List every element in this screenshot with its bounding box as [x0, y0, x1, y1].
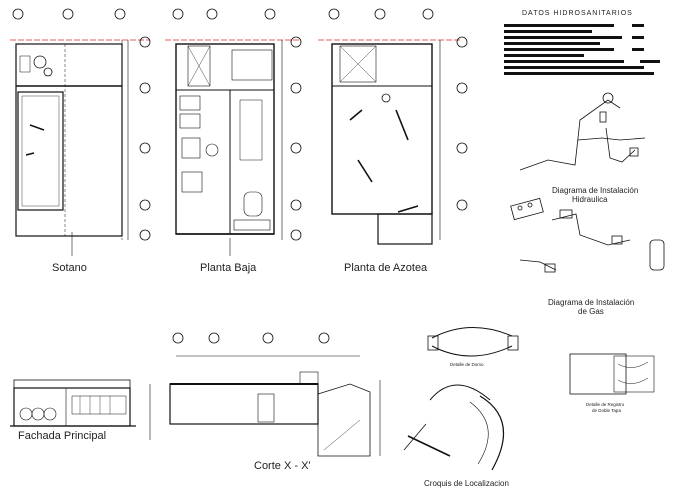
label-detalle-domo: Detalle de Domo [450, 362, 484, 367]
fachada-principal [10, 379, 136, 427]
planta-azotea-plan [318, 8, 468, 245]
label-diagrama-hidraulica-2: Hidraulica [572, 195, 608, 204]
detalle-registro [569, 353, 655, 395]
planta-baja-plan [165, 8, 302, 256]
label-detalle-registro-1: Detalle de Registro [586, 402, 625, 407]
datos-title: DATOS HIDROSANITARIOS [522, 10, 633, 17]
label-sotano: Sotano [52, 262, 87, 274]
label-diagrama-gas-1: Diagrama de Instalación [548, 298, 635, 307]
azotea-axis-bubbles [328, 8, 468, 211]
label-croquis: Croquis de Localizacion [424, 479, 509, 488]
label-detalle-registro-2: de Doble Tapa [592, 408, 621, 413]
corte-x-x [149, 332, 381, 457]
label-fachada: Fachada Principal [18, 430, 107, 442]
planta-baja-axis-bubbles [172, 8, 302, 241]
label-diagrama-hidraulica-1: Diagrama de Instalación [552, 186, 639, 195]
datos-table [504, 24, 660, 75]
label-corte: Corte X - X' [254, 460, 311, 472]
detalle-domo [427, 327, 519, 357]
label-planta-baja: Planta Baja [200, 262, 257, 274]
diagrama-gas [510, 197, 665, 273]
diagrama-hidraulica [519, 92, 646, 171]
label-planta-azotea: Planta de Azotea [344, 262, 428, 274]
label-diagrama-gas-2: de Gas [578, 307, 604, 316]
croquis-localizacion [403, 384, 505, 471]
sotano-axis-bubbles [12, 8, 151, 241]
sotano-plan [10, 8, 151, 256]
